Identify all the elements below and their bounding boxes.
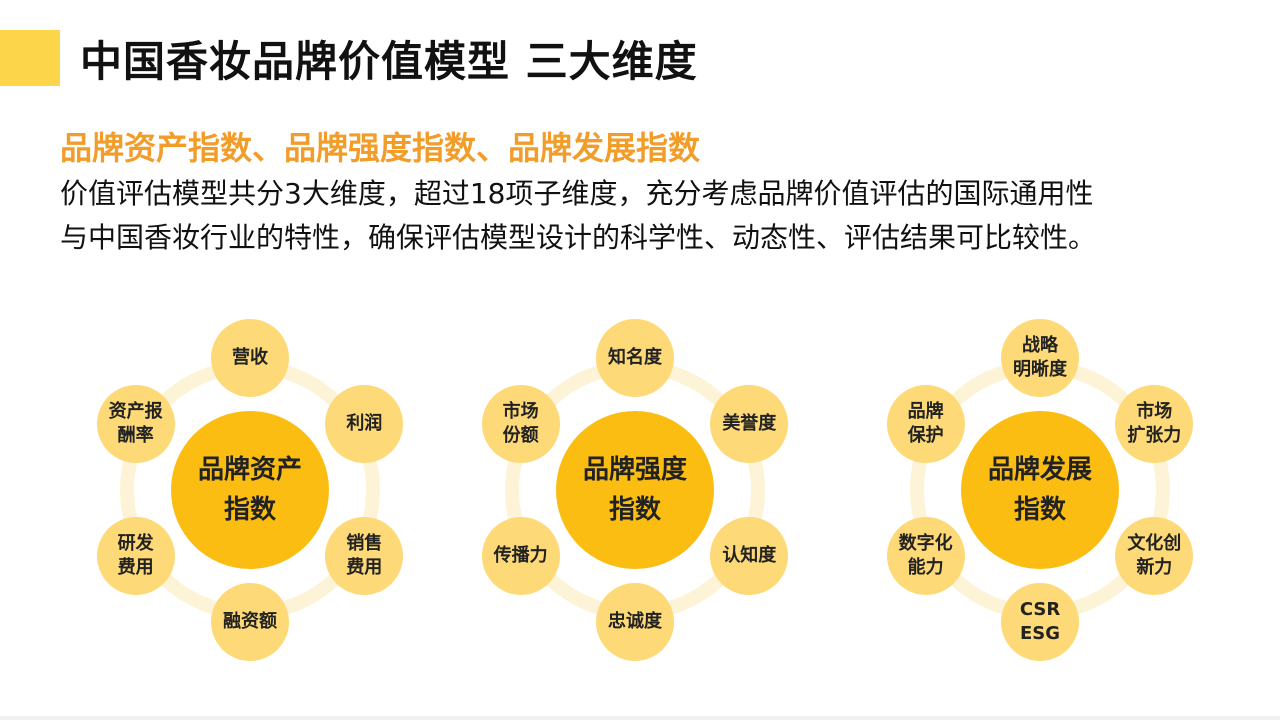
- dimension-node: 市场扩张力: [1115, 385, 1194, 463]
- dimension-node: 文化创新力: [1115, 517, 1194, 595]
- dimension-node: 研发费用: [96, 517, 175, 595]
- subtitle: 品牌资产指数、品牌强度指数、品牌发展指数: [60, 129, 701, 167]
- node-label-line: 费用: [117, 557, 154, 578]
- index-diagram-3: 品牌发展指数 战略明晰度市场扩张力文化创新力 CSR ESG 数字化能力 品牌保护: [860, 290, 1220, 690]
- node-label-line: 份额: [502, 425, 539, 446]
- node-label-line: CSR: [1019, 599, 1061, 620]
- center-label-line: 指数: [223, 495, 276, 525]
- dimension-node: 融资额: [211, 583, 289, 661]
- node-label-line: 战略: [1022, 335, 1058, 356]
- node-label-line: 文化创: [1127, 533, 1182, 554]
- center-label-line: 品牌强度: [582, 455, 687, 485]
- node-label-line: 数字化: [898, 533, 953, 554]
- dimension-node: CSR ESG: [1001, 583, 1079, 661]
- page-title: 中国香妆品牌价值模型 三大维度: [80, 37, 698, 86]
- node-label-line: 知名度: [608, 347, 662, 368]
- node-label-line: 市场: [502, 401, 539, 422]
- dimension-node: 忠诚度: [596, 583, 674, 661]
- node-label-line: 费用: [346, 557, 383, 578]
- dimension-node: 知名度: [596, 319, 674, 397]
- center-circle: 品牌资产指数: [171, 411, 329, 569]
- center-circle: 品牌发展指数: [961, 411, 1119, 569]
- dimension-node: 营收: [211, 319, 289, 397]
- node-label-line: ESG: [1019, 623, 1061, 644]
- center-label-line: 指数: [608, 495, 661, 525]
- center-label-line: 品牌发展: [987, 455, 1092, 485]
- dimension-node: 市场份额: [481, 385, 560, 463]
- node-label-line: 能力: [907, 557, 944, 578]
- dimension-node: 数字化能力: [886, 517, 965, 595]
- node-label-line: 保护: [907, 425, 944, 446]
- dimension-node: 品牌保护: [886, 385, 965, 463]
- center-label-line: 品牌资产: [197, 455, 302, 485]
- description-line: 价值评估模型共分3大维度，超过18项子维度，充分考虑品牌价值评估的国际通用性: [60, 177, 1094, 210]
- dimension-node: 战略明晰度: [1001, 319, 1079, 397]
- node-label-line: 酬率: [117, 425, 154, 446]
- node-label-line: 明晰度: [1013, 359, 1067, 380]
- dimension-node: 认知度: [710, 517, 789, 595]
- node-label-line: 利润: [346, 413, 383, 434]
- dimension-node: 传播力: [481, 517, 560, 595]
- description-line: 与中国香妆行业的特性，确保评估模型设计的科学性、动态性、评估结果可比较性。: [60, 221, 1097, 254]
- node-label-line: 美誉度: [722, 413, 777, 434]
- dimension-node: 利润: [325, 385, 404, 463]
- node-label-line: 新力: [1136, 557, 1173, 578]
- node-label-line: 融资额: [223, 611, 277, 632]
- index-diagram-1: 品牌资产指数 营收利润销售费用融资额 研发费用 资产报酬率: [70, 290, 430, 690]
- node-label-line: 扩张力: [1127, 425, 1182, 446]
- center-circle: 品牌强度指数: [556, 411, 714, 569]
- node-label-line: 忠诚度: [608, 611, 662, 632]
- node-label-line: 市场: [1136, 401, 1173, 422]
- dimension-node: 销售费用: [325, 517, 404, 595]
- node-label-line: 传播力: [493, 545, 548, 566]
- index-diagram-2: 品牌强度指数 知名度美誉度认知度忠诚度 传播力 市场份额: [455, 290, 815, 690]
- node-label-line: 研发: [117, 533, 154, 554]
- node-label-line: 认知度: [722, 545, 777, 566]
- node-label-line: 销售: [346, 533, 383, 554]
- title-accent-bar: [0, 30, 60, 86]
- dimension-node: 美誉度: [710, 385, 789, 463]
- node-label-line: 品牌: [907, 401, 944, 422]
- dimension-node: 资产报酬率: [96, 385, 175, 463]
- description: 价值评估模型共分3大维度，超过18项子维度，充分考虑品牌价值评估的国际通用性 与…: [60, 172, 1260, 260]
- node-label-line: 资产报: [108, 401, 163, 422]
- node-label-line: 营收: [232, 347, 268, 368]
- center-label-line: 指数: [1013, 495, 1066, 525]
- bottom-divider: [0, 716, 1280, 720]
